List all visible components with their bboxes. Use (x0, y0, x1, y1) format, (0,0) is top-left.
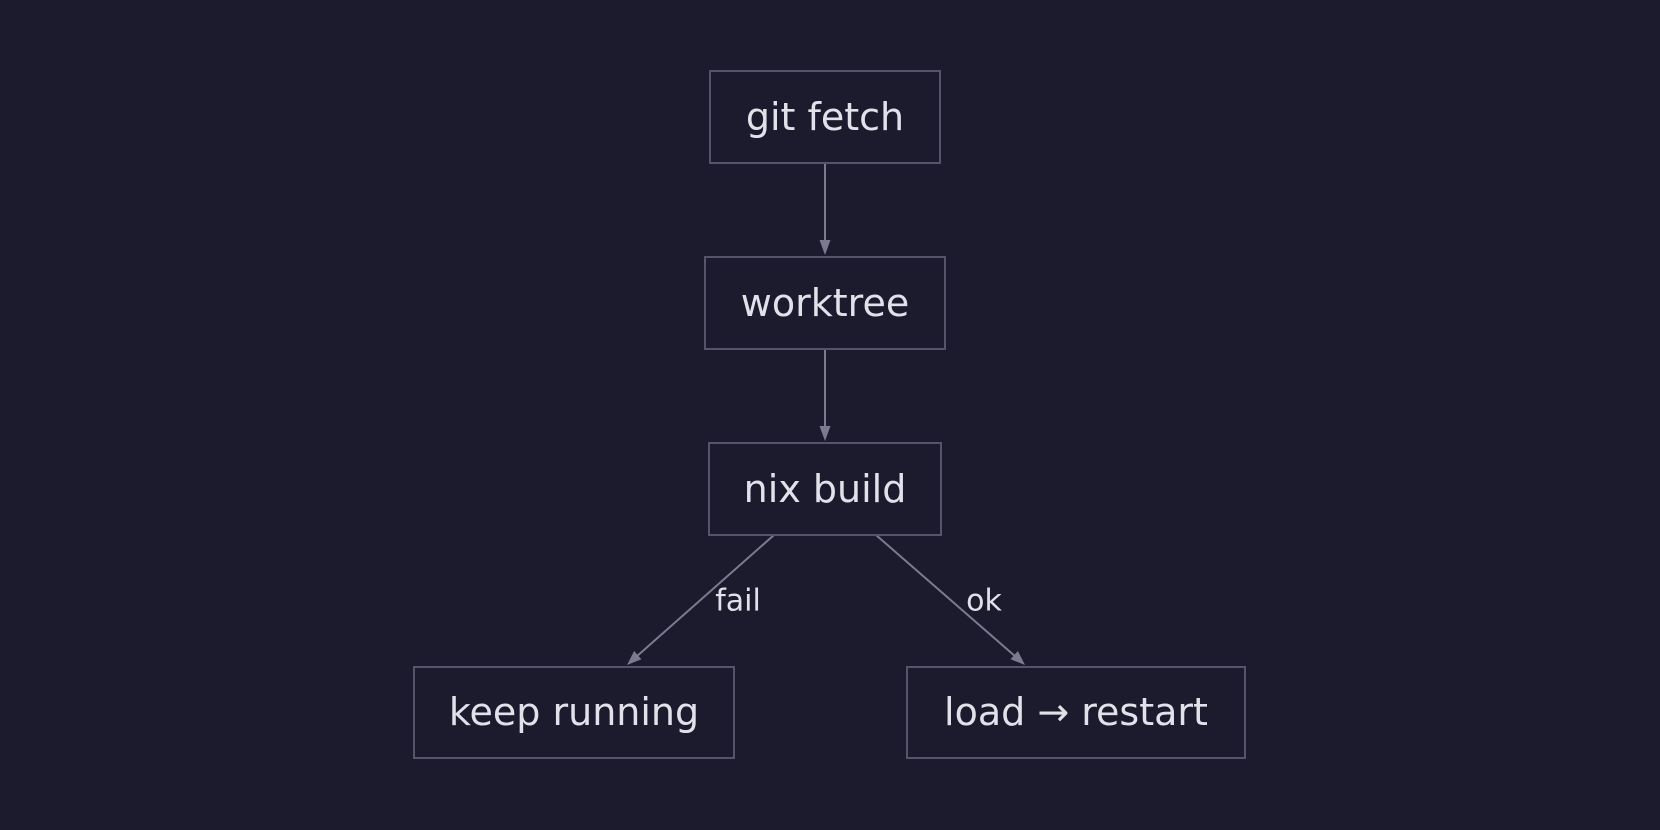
edge-label-ok: ok (966, 584, 1002, 619)
node-label: nix build (744, 467, 907, 511)
node-label: keep running (449, 690, 699, 734)
edge-nix-build-to-keep-running (627, 534, 775, 665)
edge-worktree-to-nix-build (819, 349, 831, 441)
arrow-head-icon (1010, 651, 1025, 665)
node-git-fetch: git fetch (709, 70, 941, 164)
edge-label-fail: fail (715, 584, 761, 619)
node-load-restart: load → restart (906, 666, 1246, 759)
node-label: load → restart (944, 690, 1208, 734)
arrow-head-icon (819, 426, 831, 441)
node-nix-build: nix build (708, 442, 942, 536)
node-label: git fetch (746, 95, 904, 139)
node-label: worktree (741, 281, 909, 325)
edge-nix-build-to-load-restart (875, 534, 1025, 665)
node-worktree: worktree (704, 256, 946, 350)
edge-git-fetch-to-worktree (819, 163, 831, 255)
node-keep-running: keep running (413, 666, 735, 759)
arrow-head-icon (819, 240, 831, 255)
arrow-head-icon (627, 651, 642, 665)
